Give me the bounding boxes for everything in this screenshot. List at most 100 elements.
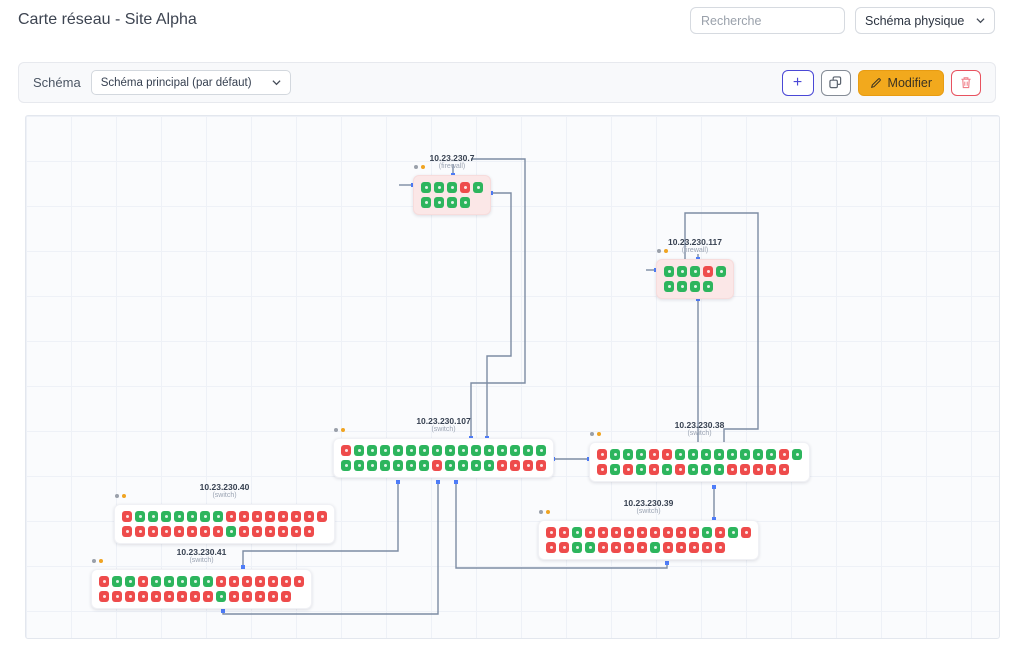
port-down[interactable] bbox=[255, 591, 265, 602]
link-endpoint[interactable] bbox=[221, 609, 225, 613]
port-up[interactable] bbox=[636, 464, 646, 475]
port-up[interactable] bbox=[458, 460, 468, 471]
port-up[interactable] bbox=[367, 460, 377, 471]
port-down[interactable] bbox=[559, 527, 569, 538]
port-down[interactable] bbox=[703, 266, 713, 277]
device-card-10.23.230.117[interactable] bbox=[656, 259, 734, 299]
port-up[interactable] bbox=[677, 266, 687, 277]
port-up[interactable] bbox=[341, 460, 351, 471]
port-down[interactable] bbox=[291, 511, 301, 522]
port-down[interactable] bbox=[523, 460, 533, 471]
port-up[interactable] bbox=[523, 445, 533, 456]
search-input[interactable] bbox=[690, 7, 845, 34]
port-down[interactable] bbox=[200, 526, 210, 537]
port-down[interactable] bbox=[546, 527, 556, 538]
port-down[interactable] bbox=[161, 526, 171, 537]
port-down[interactable] bbox=[649, 449, 659, 460]
port-down[interactable] bbox=[675, 464, 685, 475]
port-down[interactable] bbox=[727, 464, 737, 475]
port-down[interactable] bbox=[676, 542, 686, 553]
port-up[interactable] bbox=[393, 445, 403, 456]
port-down[interactable] bbox=[174, 526, 184, 537]
port-down[interactable] bbox=[741, 527, 751, 538]
port-up[interactable] bbox=[792, 449, 802, 460]
port-down[interactable] bbox=[611, 527, 621, 538]
device-card-10.23.230.40[interactable] bbox=[114, 504, 335, 544]
port-down[interactable] bbox=[229, 576, 239, 587]
port-down[interactable] bbox=[99, 591, 109, 602]
port-down[interactable] bbox=[112, 591, 122, 602]
port-up[interactable] bbox=[728, 527, 738, 538]
port-up[interactable] bbox=[380, 445, 390, 456]
port-up[interactable] bbox=[664, 281, 674, 292]
port-up[interactable] bbox=[164, 576, 174, 587]
port-up[interactable] bbox=[703, 281, 713, 292]
port-up[interactable] bbox=[536, 445, 546, 456]
port-down[interactable] bbox=[242, 591, 252, 602]
device-card-10.23.230.38[interactable] bbox=[589, 442, 810, 482]
port-up[interactable] bbox=[406, 445, 416, 456]
port-up[interactable] bbox=[572, 527, 582, 538]
port-down[interactable] bbox=[598, 542, 608, 553]
port-down[interactable] bbox=[164, 591, 174, 602]
port-up[interactable] bbox=[213, 511, 223, 522]
port-down[interactable] bbox=[148, 526, 158, 537]
port-up[interactable] bbox=[367, 445, 377, 456]
port-up[interactable] bbox=[702, 527, 712, 538]
port-up[interactable] bbox=[701, 449, 711, 460]
port-up[interactable] bbox=[471, 445, 481, 456]
port-down[interactable] bbox=[497, 460, 507, 471]
port-down[interactable] bbox=[190, 591, 200, 602]
port-up[interactable] bbox=[434, 182, 444, 193]
port-up[interactable] bbox=[727, 449, 737, 460]
port-down[interactable] bbox=[304, 526, 314, 537]
port-down[interactable] bbox=[203, 591, 213, 602]
port-up[interactable] bbox=[664, 266, 674, 277]
port-up[interactable] bbox=[690, 266, 700, 277]
port-down[interactable] bbox=[510, 460, 520, 471]
port-down[interactable] bbox=[676, 527, 686, 538]
port-up[interactable] bbox=[445, 460, 455, 471]
port-down[interactable] bbox=[291, 526, 301, 537]
port-down[interactable] bbox=[151, 591, 161, 602]
port-up[interactable] bbox=[714, 449, 724, 460]
add-schema-button[interactable]: + bbox=[782, 70, 814, 96]
port-up[interactable] bbox=[473, 182, 483, 193]
port-up[interactable] bbox=[200, 511, 210, 522]
port-down[interactable] bbox=[624, 542, 634, 553]
port-down[interactable] bbox=[597, 464, 607, 475]
port-up[interactable] bbox=[226, 526, 236, 537]
port-down[interactable] bbox=[177, 591, 187, 602]
port-up[interactable] bbox=[497, 445, 507, 456]
port-down[interactable] bbox=[304, 511, 314, 522]
port-up[interactable] bbox=[688, 464, 698, 475]
port-up[interactable] bbox=[380, 460, 390, 471]
port-up[interactable] bbox=[714, 464, 724, 475]
port-up[interactable] bbox=[690, 281, 700, 292]
port-down[interactable] bbox=[715, 542, 725, 553]
port-down[interactable] bbox=[702, 542, 712, 553]
port-up[interactable] bbox=[662, 464, 672, 475]
device-card-10.23.230.39[interactable] bbox=[538, 520, 759, 560]
port-down[interactable] bbox=[559, 542, 569, 553]
port-down[interactable] bbox=[99, 576, 109, 587]
port-up[interactable] bbox=[572, 542, 582, 553]
port-up[interactable] bbox=[135, 511, 145, 522]
port-up[interactable] bbox=[177, 576, 187, 587]
port-up[interactable] bbox=[406, 460, 416, 471]
device-card-10.23.230.7[interactable] bbox=[413, 175, 491, 215]
port-up[interactable] bbox=[434, 197, 444, 208]
port-down[interactable] bbox=[317, 511, 327, 522]
port-down[interactable] bbox=[281, 576, 291, 587]
port-up[interactable] bbox=[419, 445, 429, 456]
port-up[interactable] bbox=[112, 576, 122, 587]
port-down[interactable] bbox=[252, 511, 262, 522]
port-up[interactable] bbox=[354, 445, 364, 456]
network-canvas[interactable]: 10.23.230.7(firewall)10.23.230.117(firew… bbox=[25, 115, 1000, 639]
port-down[interactable] bbox=[122, 526, 132, 537]
port-down[interactable] bbox=[753, 464, 763, 475]
port-down[interactable] bbox=[766, 464, 776, 475]
port-up[interactable] bbox=[650, 542, 660, 553]
port-up[interactable] bbox=[610, 449, 620, 460]
port-up[interactable] bbox=[447, 182, 457, 193]
